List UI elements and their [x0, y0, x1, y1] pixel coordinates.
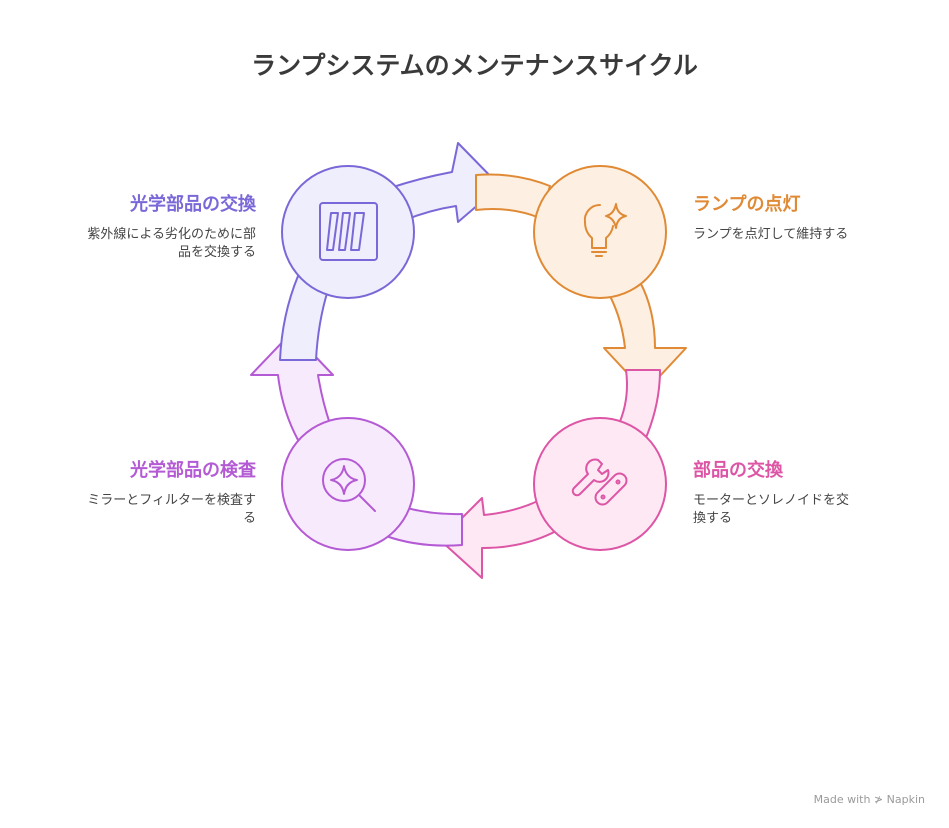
step-optical-replace: 光学部品の交換 紫外線による劣化のために部品を交換する — [60, 190, 256, 262]
napkin-credit[interactable]: Made with ≯ Napkin — [813, 793, 925, 806]
step-description: 紫外線による劣化のために部品を交換する — [87, 227, 256, 260]
step-lamp-on: ランプの点灯 ランプを点灯して維持する — [693, 190, 868, 244]
step-description: ミラーとフィルターを検査する — [87, 493, 256, 526]
lightbulb-icon — [583, 203, 627, 257]
arc-left — [250, 275, 334, 441]
arc-right — [603, 281, 687, 441]
step-description: モーターとソレノイドを交換する — [693, 493, 850, 526]
arc-top — [389, 142, 551, 223]
step-description: ランプを点灯して維持する — [693, 227, 849, 242]
wrench-icon — [571, 458, 628, 506]
step-parts-replace: 部品の交換 モーターとソレノイドを交換する — [693, 456, 868, 528]
node-optical-inspect — [281, 417, 415, 551]
optical-parts-icon — [319, 202, 378, 261]
node-parts-replace — [533, 417, 667, 551]
arc-bottom — [385, 497, 559, 579]
step-optical-inspect: 光学部品の検査 ミラーとフィルターを検査する — [60, 456, 256, 528]
page-title: ランプシステムのメンテナンスサイクル — [251, 51, 698, 80]
step-title: ランプの点灯 — [693, 194, 801, 215]
step-title: 光学部品の検査 — [130, 460, 256, 481]
magnifier-icon — [322, 458, 376, 512]
node-lamp-on — [533, 165, 667, 299]
step-title: 光学部品の交換 — [130, 194, 256, 215]
step-title: 部品の交換 — [693, 460, 783, 481]
node-optical-replace — [281, 165, 415, 299]
